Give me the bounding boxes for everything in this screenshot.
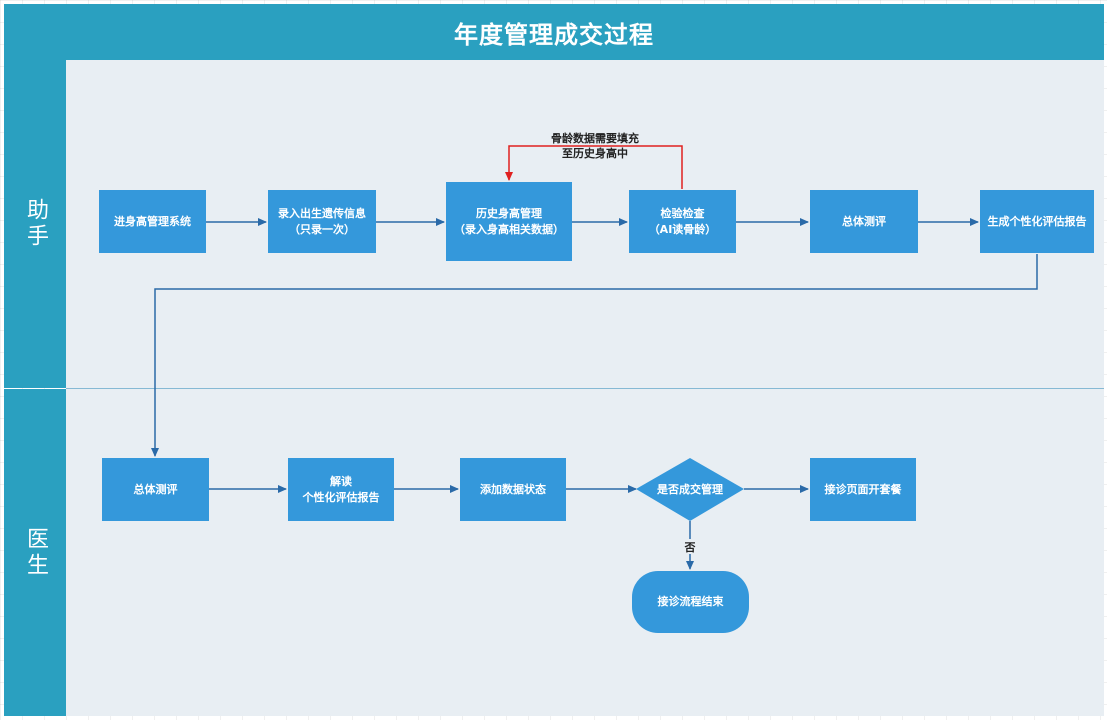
lane-doctor <box>66 389 1104 716</box>
node-overall-eval-doctor[interactable]: 总体测评 <box>102 458 209 521</box>
decision-no-label: 否 <box>682 539 698 554</box>
lane-assistant <box>66 60 1104 388</box>
node-generate-report[interactable]: 生成个性化评估报告 <box>980 190 1094 253</box>
decision-diamond <box>636 458 744 521</box>
bone-age-note: 骨龄数据需要填充 至历史身高中 <box>551 132 639 160</box>
node-interpret-report[interactable]: 解读 个性化评估报告 <box>288 458 394 521</box>
node-end-flow[interactable]: 接诊流程结束 <box>632 571 749 633</box>
lane-label-assistant: 助手 <box>4 60 66 388</box>
lane-label-assistant-text: 助手 <box>23 198 48 250</box>
page-title: 年度管理成交过程 <box>4 4 1104 61</box>
node-lab-check[interactable]: 检验检查 （AI读骨龄） <box>629 190 736 253</box>
node-record-birth-info[interactable]: 录入出生遗传信息 （只录一次） <box>268 190 376 253</box>
node-enter-system[interactable]: 进身高管理系统 <box>99 190 206 253</box>
node-add-status[interactable]: 添加数据状态 <box>460 458 566 521</box>
node-history-height[interactable]: 历史身高管理 （录入身高相关数据） <box>446 182 572 261</box>
node-consult-package[interactable]: 接诊页面开套餐 <box>810 458 916 521</box>
arrow-bone-age-feedback <box>505 145 683 189</box>
node-decision-label[interactable]: 是否成交管理 <box>657 483 723 496</box>
lane-label-doctor-text: 医生 <box>23 526 48 579</box>
arrow-report-to-doctor-eval <box>151 254 1038 457</box>
lane-label-doctor: 医生 <box>4 389 66 716</box>
node-overall-eval-assistant[interactable]: 总体测评 <box>810 190 918 253</box>
lane-divider <box>66 388 1104 389</box>
